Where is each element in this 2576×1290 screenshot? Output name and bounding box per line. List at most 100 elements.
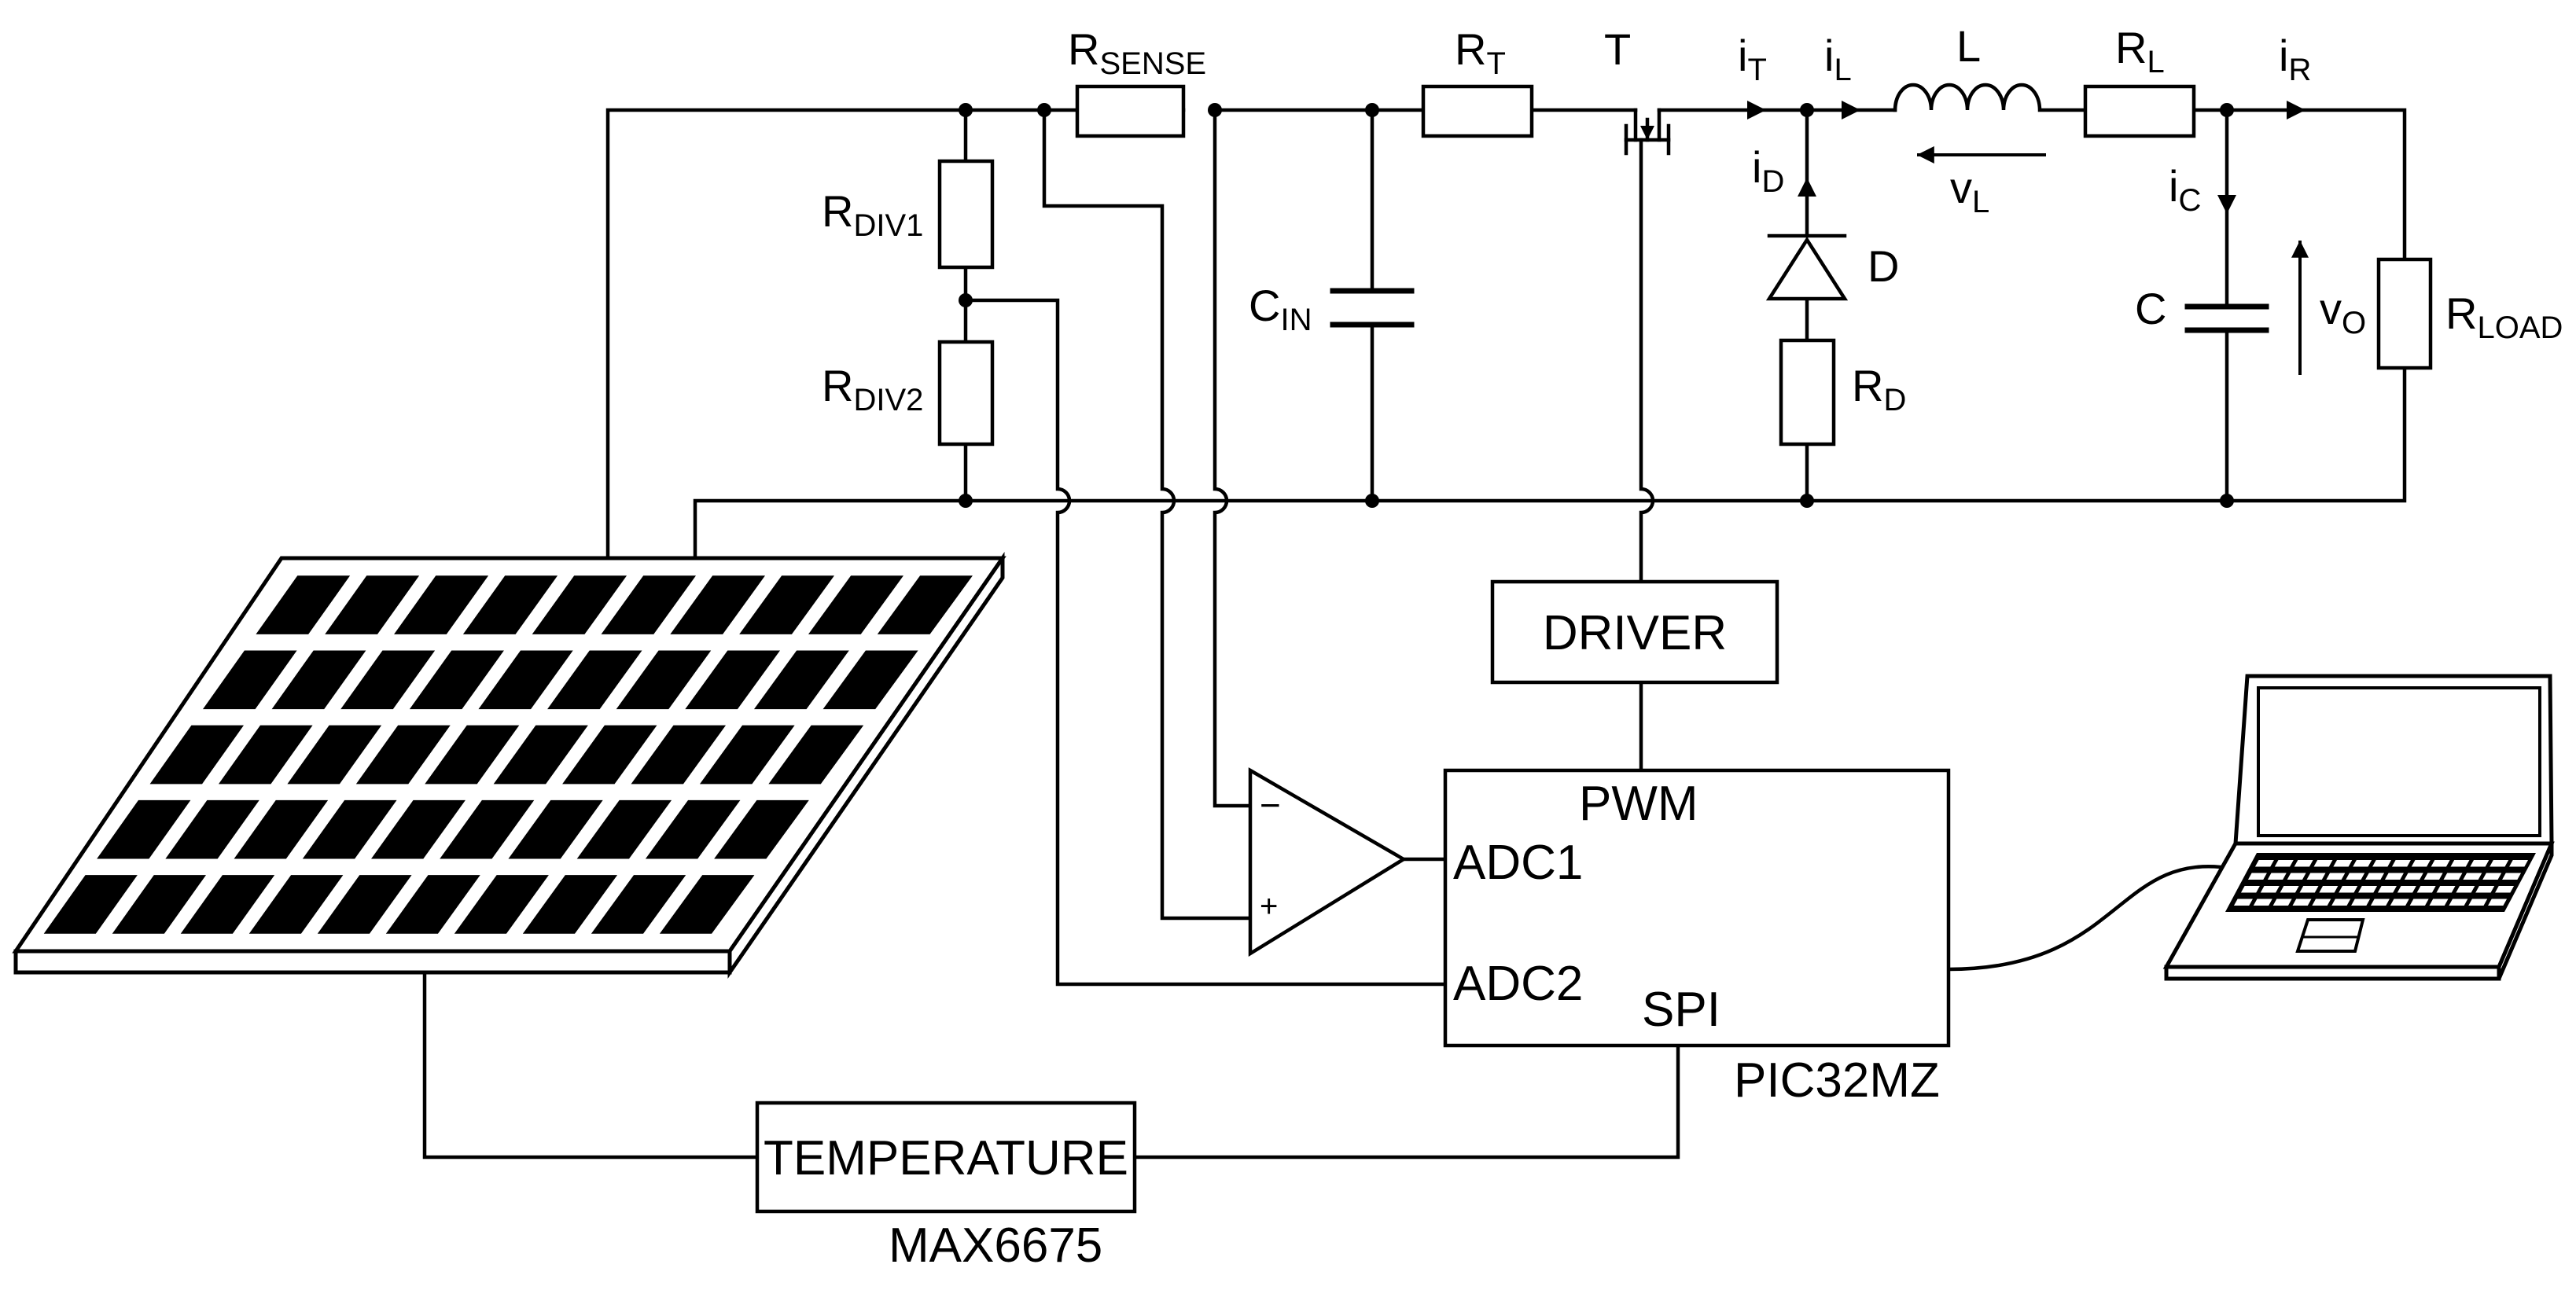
- laptop-key: [2411, 859, 2431, 867]
- r-l-label: RL: [2115, 23, 2165, 79]
- solar-cell: [454, 875, 549, 934]
- solar-cell: [478, 650, 573, 710]
- laptop-key: [2306, 873, 2326, 880]
- solar-cell: [256, 575, 351, 634]
- mcu-spi-pin: SPI: [1642, 983, 1720, 1037]
- r-sense-label: RSENSE: [1068, 24, 1206, 81]
- laptop-key: [2358, 885, 2378, 893]
- laptop-keyboard: [2233, 859, 2529, 906]
- solar-cell: [753, 650, 849, 710]
- laptop-key: [2470, 859, 2490, 867]
- laptop-key: [2397, 885, 2416, 893]
- laptop-key: [2353, 859, 2372, 867]
- capacitor-c: C: [2135, 284, 2269, 333]
- solar-cell: [739, 575, 834, 634]
- laptop-icon: [2162, 674, 2555, 981]
- op-amp-minus: −: [1260, 785, 1281, 825]
- op-amp-plus: +: [1260, 889, 1278, 924]
- solar-cell: [808, 575, 903, 634]
- transistor-t: T: [1604, 24, 1671, 156]
- solar-cell: [616, 650, 712, 710]
- laptop-key: [2319, 885, 2339, 893]
- solar-cell: [302, 799, 397, 859]
- i-t-label: iT: [1738, 31, 1767, 87]
- r-div1-resistor: RDIV1: [822, 159, 995, 270]
- laptop-key: [2502, 873, 2522, 880]
- laptop-key: [2384, 873, 2404, 880]
- laptop-key: [2475, 885, 2495, 893]
- mcu-name: PIC32MZ: [1734, 1053, 1940, 1108]
- laptop-key: [2443, 873, 2463, 880]
- r-sense-resistor: RSENSE: [1068, 24, 1206, 138]
- solar-cell: [43, 875, 138, 934]
- solar-panel-icon: [12, 552, 1006, 979]
- laptop-key: [2390, 899, 2409, 906]
- solar-cell: [149, 725, 244, 785]
- r-div2-resistor: RDIV2: [822, 340, 995, 447]
- solar-cell: [522, 875, 618, 934]
- laptop-key: [2294, 859, 2313, 867]
- solar-cell: [508, 799, 603, 859]
- solar-cell: [659, 875, 755, 934]
- solar-cell: [462, 575, 558, 634]
- solar-cell: [601, 575, 697, 634]
- solar-cell: [340, 650, 436, 710]
- r-t-label: RT: [1455, 24, 1506, 81]
- laptop-key: [2488, 899, 2508, 906]
- v-o-label: vO: [2320, 284, 2366, 340]
- solar-cell: [631, 725, 727, 785]
- solar-cell: [714, 799, 809, 859]
- laptop-key: [2436, 885, 2456, 893]
- solar-cell: [248, 875, 344, 934]
- laptop-key: [2391, 859, 2411, 867]
- solar-cell: [180, 875, 275, 934]
- laptop-key: [2377, 885, 2397, 893]
- solar-cell: [409, 650, 504, 710]
- laptop-key: [2326, 873, 2346, 880]
- c-in-capacitor: CIN: [1249, 281, 1415, 337]
- solar-cell: [822, 650, 918, 710]
- driver-block: DRIVER: [1490, 579, 1779, 685]
- capacitor-label: C: [2135, 284, 2166, 333]
- laptop-key: [2253, 899, 2272, 906]
- i-c-label: iC: [2169, 161, 2201, 218]
- solar-cell: [355, 725, 451, 785]
- solar-cell: [287, 725, 382, 785]
- solar-cell: [670, 575, 766, 634]
- i-l-label: iL: [1824, 31, 1852, 87]
- laptop-key: [2267, 873, 2287, 880]
- r-div1-label: RDIV1: [822, 186, 923, 243]
- junctions: [959, 103, 2234, 508]
- i-d-label: iD: [1752, 142, 1784, 199]
- solar-cell: [562, 725, 657, 785]
- solar-cell: [325, 575, 420, 634]
- solar-cell: [317, 875, 412, 934]
- solar-cell: [440, 799, 535, 859]
- laptop-key: [2449, 899, 2468, 906]
- laptop-key: [2463, 873, 2482, 880]
- current-arrows: iT iL iR iD iC vL vO: [1738, 31, 2366, 375]
- laptop-key: [2404, 873, 2423, 880]
- solar-cell: [218, 725, 313, 785]
- solar-cell: [385, 875, 480, 934]
- solar-cell: [97, 799, 191, 859]
- temperature-chip: MAX6675: [889, 1218, 1102, 1273]
- c-in-label: CIN: [1249, 281, 1312, 337]
- inductor-label: L: [1956, 21, 1981, 71]
- solar-cell: [877, 575, 973, 634]
- r-load-label: RLOAD: [2445, 289, 2563, 345]
- op-amp: − +: [1248, 767, 1408, 957]
- laptop-key: [2292, 899, 2312, 906]
- laptop-key: [2416, 885, 2436, 893]
- laptop-key: [2423, 873, 2443, 880]
- solar-cell: [234, 799, 329, 859]
- r-load-resistor: RLOAD: [2376, 257, 2563, 370]
- laptop-key: [2365, 873, 2385, 880]
- laptop-key: [2370, 899, 2390, 906]
- r-div2-label: RDIV2: [822, 361, 923, 417]
- laptop-key: [2312, 899, 2331, 906]
- mcu-pwm-pin: PWM: [1579, 777, 1698, 831]
- solar-cell: [576, 799, 672, 859]
- r-d-resistor: RD: [1779, 338, 1906, 447]
